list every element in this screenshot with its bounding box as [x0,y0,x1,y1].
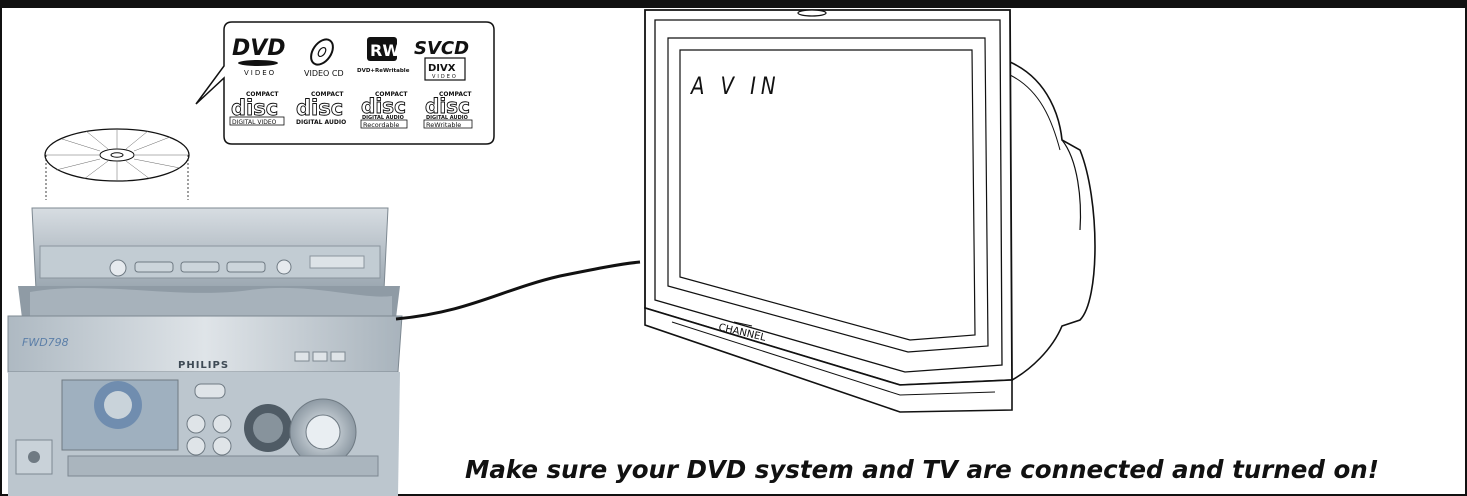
tv-screen-text: A V IN [689,73,780,100]
compact-disc-digital-audio-logo: COMPACT disc DIGITAL AUDIO [296,91,346,126]
video-cd-logo-sub: VIDEO CD [304,69,344,78]
dvd-logo-disc [238,60,278,66]
compact-disc-rewritable-logo: COMPACT disc DIGITAL AUDIO ReWritable [424,91,472,129]
television: A V IN CHANNEL [645,10,1095,412]
brand-label: PHILIPS [178,360,229,371]
svg-text:DIGITAL VIDEO: DIGITAL VIDEO [232,119,277,126]
instruction-caption: Make sure your DVD system and TV are con… [465,455,1455,484]
divx-logo: DIVX VIDEO [425,58,465,80]
dvd-system: FWD798 PHILIPS [8,200,402,496]
svg-text:ReWritable: ReWritable [426,121,461,129]
compact-disc-digital-video-logo: COMPACT disc DIGITAL VIDEO [230,91,284,126]
av-cable [396,262,640,319]
dvd-logo-mark: DVD [232,36,286,61]
svcd-logo-mark: SVCD [414,38,469,59]
svg-text:disc: disc [296,96,343,120]
model-label: FWD798 [22,336,69,349]
svcd-logo: SVCD [414,38,469,59]
svg-text:DIGITAL AUDIO: DIGITAL AUDIO [296,119,346,126]
dvd-logo-sub: VIDEO [244,69,276,77]
svg-text:Recordable: Recordable [363,121,399,129]
rw-logo-sub: DVD+ReWritable [357,68,410,74]
divx-logo-sub: VIDEO [432,74,458,80]
rw-logo-mark: RW [370,41,400,60]
compact-disc-recordable-logo: COMPACT disc DIGITAL AUDIO Recordable [361,91,408,129]
divx-logo-mark: DIVX [428,63,456,74]
svg-text:disc: disc [231,96,278,120]
